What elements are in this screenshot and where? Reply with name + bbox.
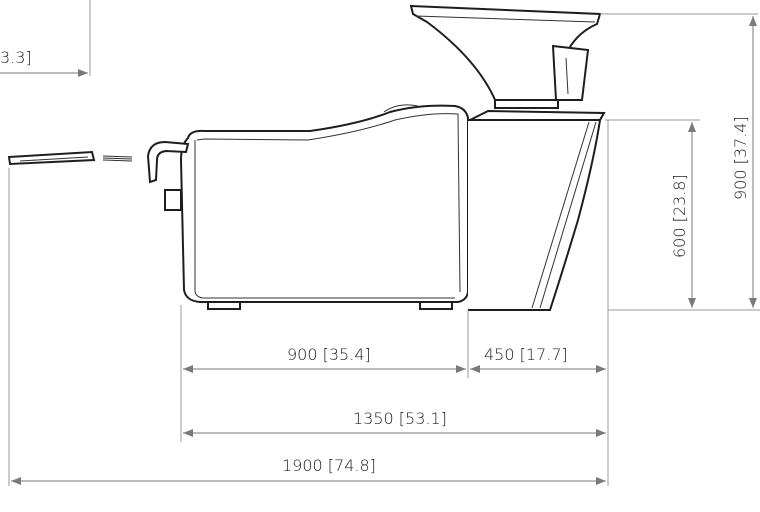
chair-body xyxy=(146,104,469,310)
wash-basin xyxy=(409,4,606,121)
dimension-base-height: 600 [23.8] xyxy=(670,122,696,308)
base-width-label: 450 [17.7] xyxy=(484,345,568,364)
dimension-base-width: 450 [17.7] xyxy=(470,345,606,373)
dimension-body-plus-base: 1350 [53.1] xyxy=(183,409,606,437)
base-cabinet xyxy=(468,119,602,311)
dimension-overall-height: 900 [37.4] xyxy=(731,16,757,308)
dimension-chair-width: 900 [35.4] xyxy=(183,345,466,373)
dimension-overall-length: 1900 [74.8] xyxy=(11,456,606,485)
base-height-label: 600 [23.8] xyxy=(670,174,689,258)
footrest xyxy=(7,150,133,166)
body-plus-base-label: 1350 [53.1] xyxy=(353,409,447,428)
extension-lines xyxy=(8,13,760,486)
partial-dimension-label: 3.3] xyxy=(0,48,32,67)
overall-length-label: 1900 [74.8] xyxy=(282,456,376,475)
partial-dimension: 3.3] xyxy=(0,0,91,77)
overall-height-label: 900 [37.4] xyxy=(731,116,750,200)
chair-width-label: 900 [35.4] xyxy=(287,345,371,364)
